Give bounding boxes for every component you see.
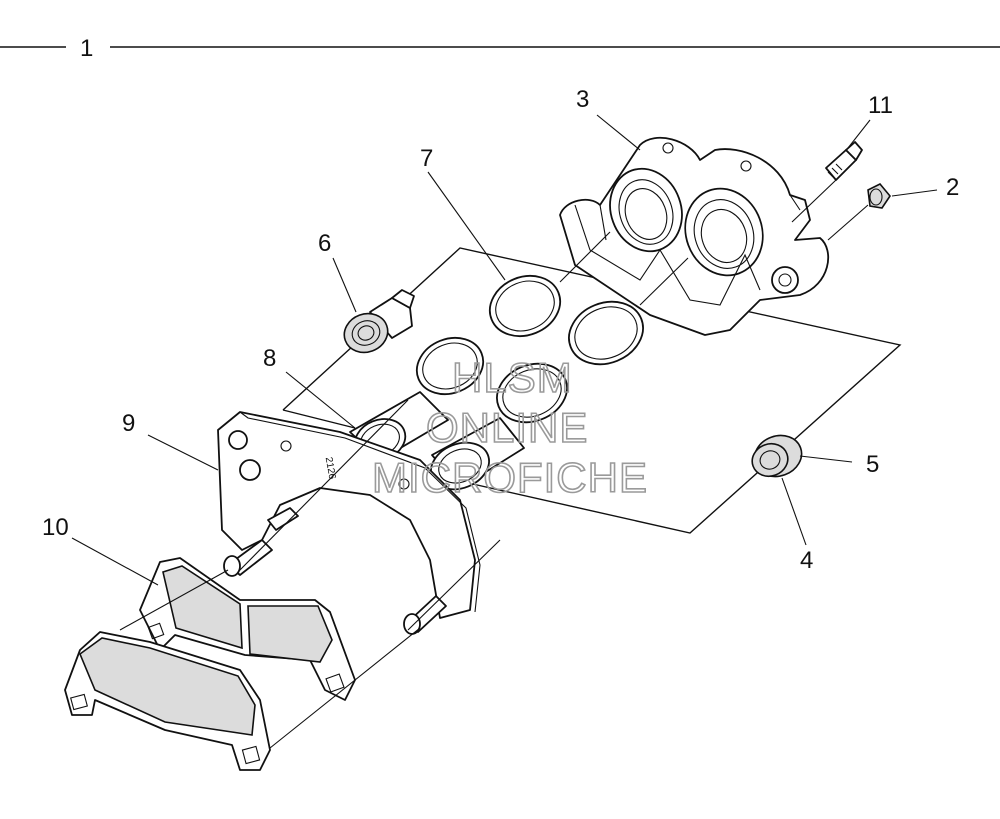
assembly-header: 1 bbox=[0, 35, 1000, 62]
callout-10: 10 bbox=[42, 514, 69, 541]
bleeder-cap bbox=[827, 183, 891, 241]
callout-4: 4 bbox=[800, 547, 813, 574]
assembly-number: 1 bbox=[80, 35, 93, 62]
callout-6: 6 bbox=[318, 230, 331, 257]
piston-seals bbox=[415, 231, 689, 424]
slide-boot bbox=[751, 434, 803, 478]
watermark-line-2: ONLINE bbox=[426, 404, 588, 451]
watermark: HLSM ONLINE MICROFICHE bbox=[371, 353, 648, 502]
callout-2: 2 bbox=[946, 174, 959, 201]
caliper-housing bbox=[559, 136, 829, 336]
callout-9: 9 bbox=[122, 410, 135, 437]
leader-lines bbox=[71, 114, 938, 749]
callout-11: 11 bbox=[868, 92, 893, 119]
callout-labels: 3 11 2 7 6 8 9 10 5 4 bbox=[42, 86, 959, 574]
bleeder-screw bbox=[791, 141, 863, 223]
mounting-bracket: 2126 bbox=[217, 411, 481, 635]
callout-5: 5 bbox=[866, 451, 879, 478]
callout-3: 3 bbox=[576, 86, 589, 113]
callout-8: 8 bbox=[263, 345, 276, 372]
callout-7: 7 bbox=[420, 145, 433, 172]
watermark-line-1: HLSM bbox=[452, 354, 573, 401]
slide-pin-bushing bbox=[343, 289, 415, 354]
brake-pads bbox=[64, 557, 356, 771]
watermark-line-3: MICROFICHE bbox=[372, 454, 648, 501]
